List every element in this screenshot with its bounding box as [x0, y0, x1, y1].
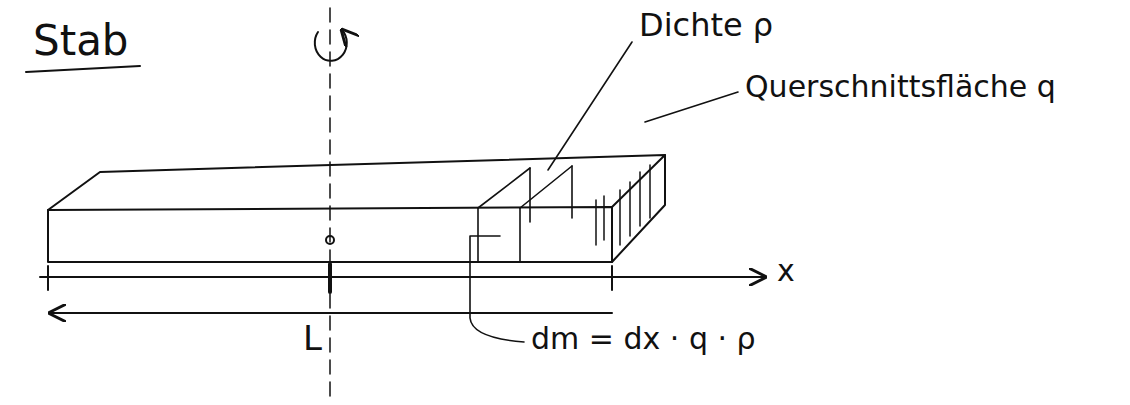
- rotation-axis: [329, 8, 331, 400]
- cross-section-hatch: [596, 165, 650, 245]
- density-label: Dichte ρ: [636, 8, 776, 43]
- rod-end-face: [612, 155, 665, 262]
- length-label: L: [300, 320, 325, 357]
- rotation-centre: [326, 236, 334, 244]
- rotation-arrow: [315, 30, 347, 61]
- title-label: Stab: [30, 18, 132, 64]
- title-underline: [26, 66, 140, 72]
- axis-label: x: [774, 254, 798, 287]
- leader-line: [645, 92, 738, 122]
- mass-element-slice: [478, 166, 572, 262]
- length-dimension: [50, 312, 612, 314]
- cross-section-label: Querschnittsfläche q: [742, 70, 1059, 103]
- tick-centre: [328, 264, 332, 292]
- leader-line: [470, 236, 524, 342]
- leader-line: [548, 42, 632, 170]
- tick: [47, 266, 49, 290]
- tick: [611, 266, 613, 290]
- x-axis: [40, 276, 765, 278]
- rod-front-face: [48, 207, 612, 262]
- mass-element-formula: dm = dx · q · ρ: [528, 322, 759, 355]
